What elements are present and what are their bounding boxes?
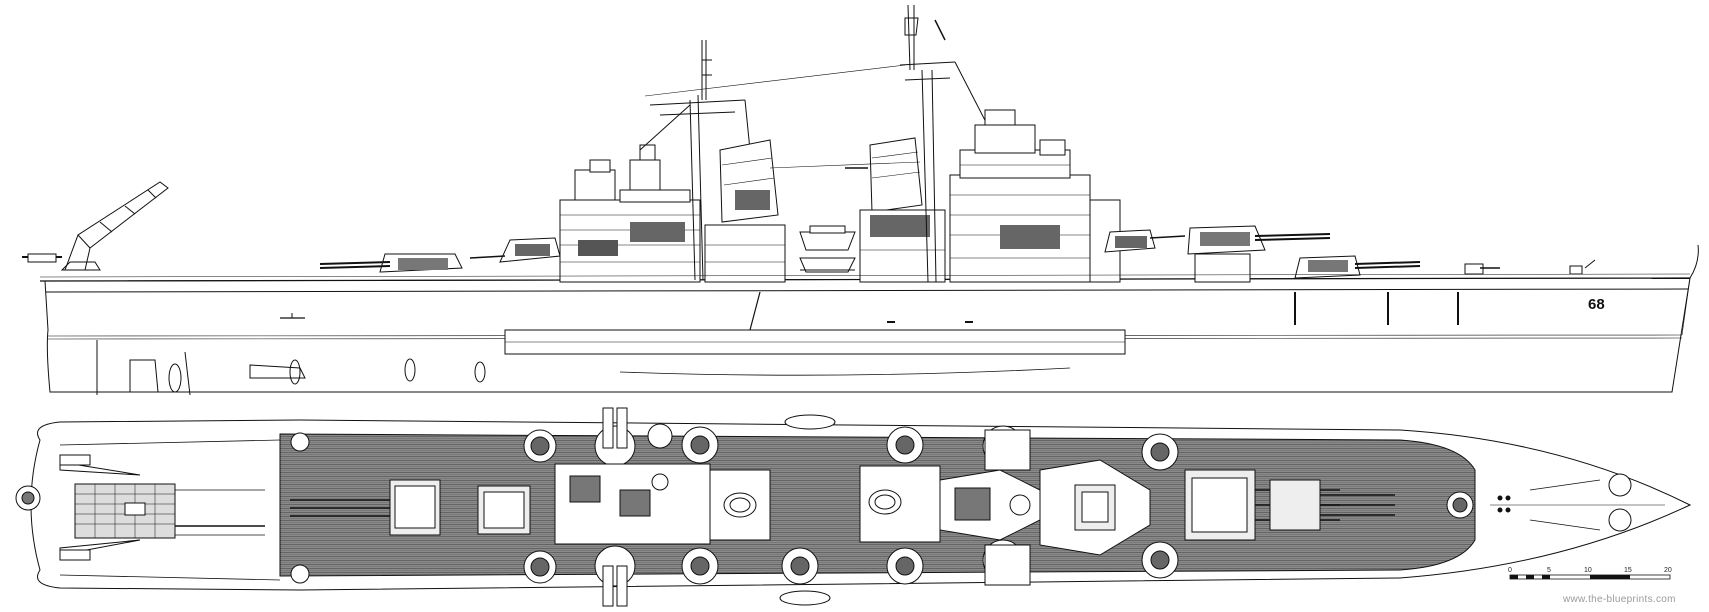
scale-tick-label: 5 <box>1547 567 1551 574</box>
turret-1-side <box>1294 255 1421 279</box>
forward-superstructure-plan <box>859 429 1041 586</box>
turret-2-side <box>1187 225 1331 283</box>
forward-superstructure <box>949 109 1121 283</box>
scale-tick-label: 15 <box>1624 567 1632 574</box>
aft-5in-mount-plan <box>477 485 531 535</box>
forward-funnel <box>845 137 946 283</box>
side-elevation <box>22 4 1699 396</box>
hull-number: 68 <box>1588 296 1605 313</box>
turret-2-plan <box>1184 469 1340 541</box>
scale-tick-label: 0 <box>1508 567 1512 574</box>
watermark: www.the-blueprints.com <box>1562 594 1676 605</box>
aft-funnel <box>704 139 786 283</box>
bridge-plan <box>1039 459 1151 556</box>
bow-fittings <box>1446 473 1665 532</box>
turret-1-plan <box>1269 479 1395 531</box>
side-mounts-lower <box>523 539 1179 607</box>
aft-superstructure-plan <box>554 463 771 545</box>
turret-3-plan <box>290 479 441 536</box>
aft-5in-mounts-side <box>469 237 561 263</box>
aft-mast <box>639 40 756 281</box>
scale-tick-label: 20 <box>1664 567 1672 574</box>
aft-superstructure <box>559 144 701 283</box>
turret-3-side <box>319 253 463 273</box>
boats-side <box>799 225 856 273</box>
forward-5in-mounts-side <box>1104 229 1186 253</box>
plan-view <box>15 407 1692 607</box>
scale-bar: 0 5 10 15 20 <box>1508 567 1672 580</box>
aircraft-crane <box>22 181 169 271</box>
forecastle-fittings <box>1464 259 1596 275</box>
forward-mast <box>644 4 991 283</box>
scale-tick-label: 10 <box>1584 567 1592 574</box>
propellers <box>96 340 486 396</box>
